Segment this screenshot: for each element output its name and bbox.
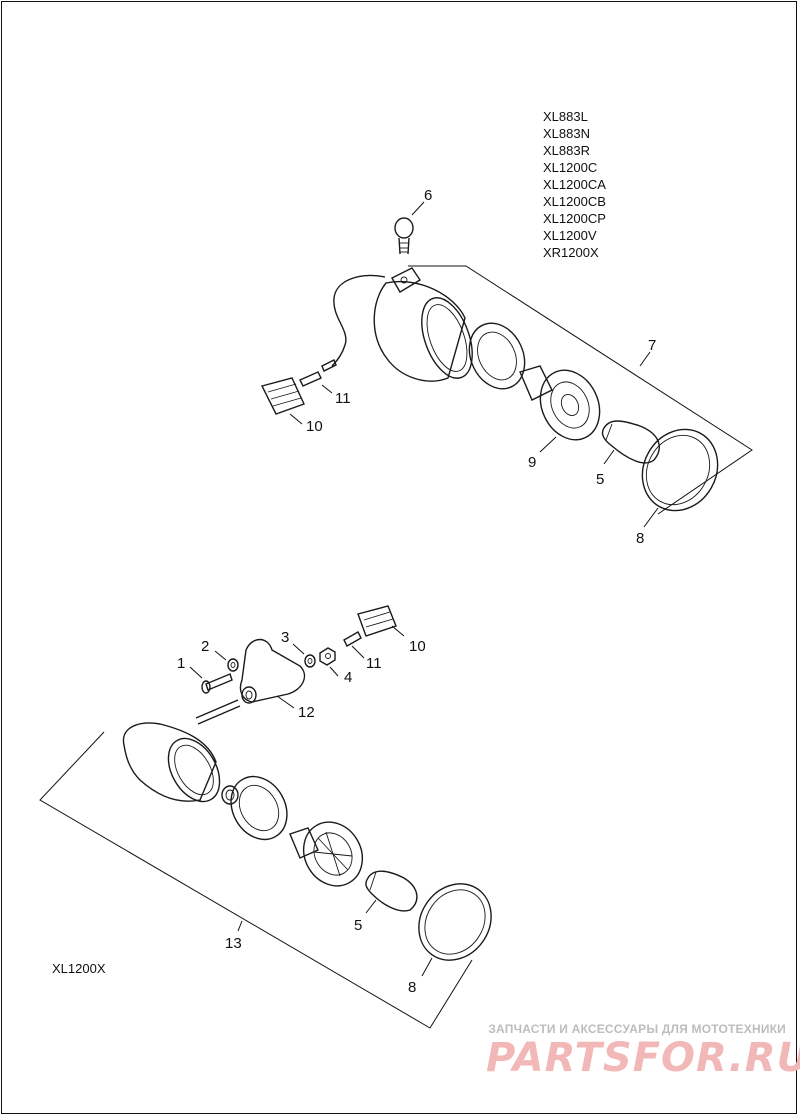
bulb-part-top	[601, 420, 660, 464]
terminal-part-bottom	[343, 631, 362, 647]
callout-number: 11	[366, 655, 382, 672]
leader-7	[639, 351, 651, 367]
callout-number: 8	[408, 979, 416, 996]
bulb-socket-part-bottom	[289, 821, 364, 887]
callout-number: 8	[636, 530, 644, 547]
leader-11-bottom	[351, 645, 365, 659]
callout-number: 10	[306, 418, 323, 435]
bulb-part-bottom	[365, 870, 418, 912]
leader-10-bottom	[391, 625, 405, 637]
callout-number: 6	[424, 187, 432, 204]
reflector-ring-part-bottom	[230, 775, 288, 841]
leader-8-top	[643, 507, 659, 528]
model-label: XR1200X	[543, 245, 599, 260]
kit-bracket-13	[39, 731, 473, 1029]
model-label: XL1200CA	[543, 177, 606, 192]
callouts-top: 6 7 11 10 9 5 8	[306, 187, 656, 547]
model-label-bottom: XL1200X	[52, 961, 106, 976]
leader-9	[539, 436, 557, 453]
leader-3	[292, 643, 305, 655]
lens-part-bottom	[418, 883, 492, 961]
mount-bracket-part	[239, 638, 306, 704]
callout-number: 7	[648, 337, 656, 354]
leader-1	[189, 666, 203, 679]
model-list-top: XL883L XL883N XL883R XL1200C XL1200CA XL…	[543, 109, 606, 260]
washer-part-3	[304, 654, 316, 668]
leader-13	[237, 920, 243, 932]
callout-number: 1	[177, 655, 185, 672]
leader-5-bottom	[365, 899, 377, 914]
callout-number: 2	[201, 638, 209, 655]
callout-number: 5	[596, 471, 604, 488]
leader-6	[411, 201, 425, 216]
terminal-part-top	[299, 359, 337, 387]
callout-number: 10	[409, 638, 426, 655]
leader-10-top	[289, 413, 303, 425]
screw-part	[201, 673, 233, 694]
mounting-stud-part	[394, 217, 414, 255]
callout-number: 5	[354, 917, 362, 934]
callout-number: 9	[528, 454, 536, 471]
model-label: XL883L	[543, 109, 588, 124]
watermark-logo: PARTSFOR.RU	[486, 1035, 800, 1081]
connector-part-bottom	[357, 605, 397, 637]
model-label: XL1200C	[543, 160, 597, 175]
bottom-assembly	[39, 605, 492, 1029]
callout-number: 13	[225, 935, 242, 952]
model-label: XL883N	[543, 126, 590, 141]
stud-part-bottom	[221, 785, 239, 805]
callouts-bottom: 1 2 3 4 10 11 12 13 5 8	[177, 629, 426, 996]
wire-part-bottom	[197, 705, 241, 725]
lens-part-top	[641, 428, 719, 512]
leader-5-top	[603, 449, 615, 465]
connector-part-top	[260, 377, 305, 415]
watermark: ЗАПЧАСТИ И АКСЕССУАРЫ ДЛЯ МОТОТЕХНИКИ PA…	[486, 1022, 800, 1081]
leader-8-bottom	[421, 957, 433, 977]
wire-part	[331, 274, 386, 367]
model-label: XL1200CP	[543, 211, 606, 226]
wire-part-bottom	[195, 699, 239, 719]
signal-housing-part-bottom	[122, 722, 221, 803]
washer-part-2	[227, 658, 239, 672]
kit-bracket-7	[408, 265, 753, 515]
nut-part	[319, 647, 336, 666]
leader-11-top	[321, 384, 333, 394]
bulb-socket-part	[519, 365, 601, 441]
model-label: XL1200CB	[543, 194, 606, 209]
signal-housing-part	[373, 267, 473, 382]
model-label: XL883R	[543, 143, 590, 158]
watermark-tagline: ЗАПЧАСТИ И АКСЕССУАРЫ ДЛЯ МОТОТЕХНИКИ	[488, 1022, 786, 1036]
model-label: XL1200V	[543, 228, 597, 243]
callout-number: 12	[298, 704, 315, 721]
leader-4	[329, 666, 339, 677]
top-assembly	[260, 201, 753, 528]
leader-2	[214, 650, 227, 661]
reflector-ring-part	[468, 322, 526, 390]
callout-number: 11	[335, 390, 351, 407]
callout-number: 4	[344, 669, 352, 686]
leader-12	[276, 695, 295, 709]
callout-number: 3	[281, 629, 289, 646]
